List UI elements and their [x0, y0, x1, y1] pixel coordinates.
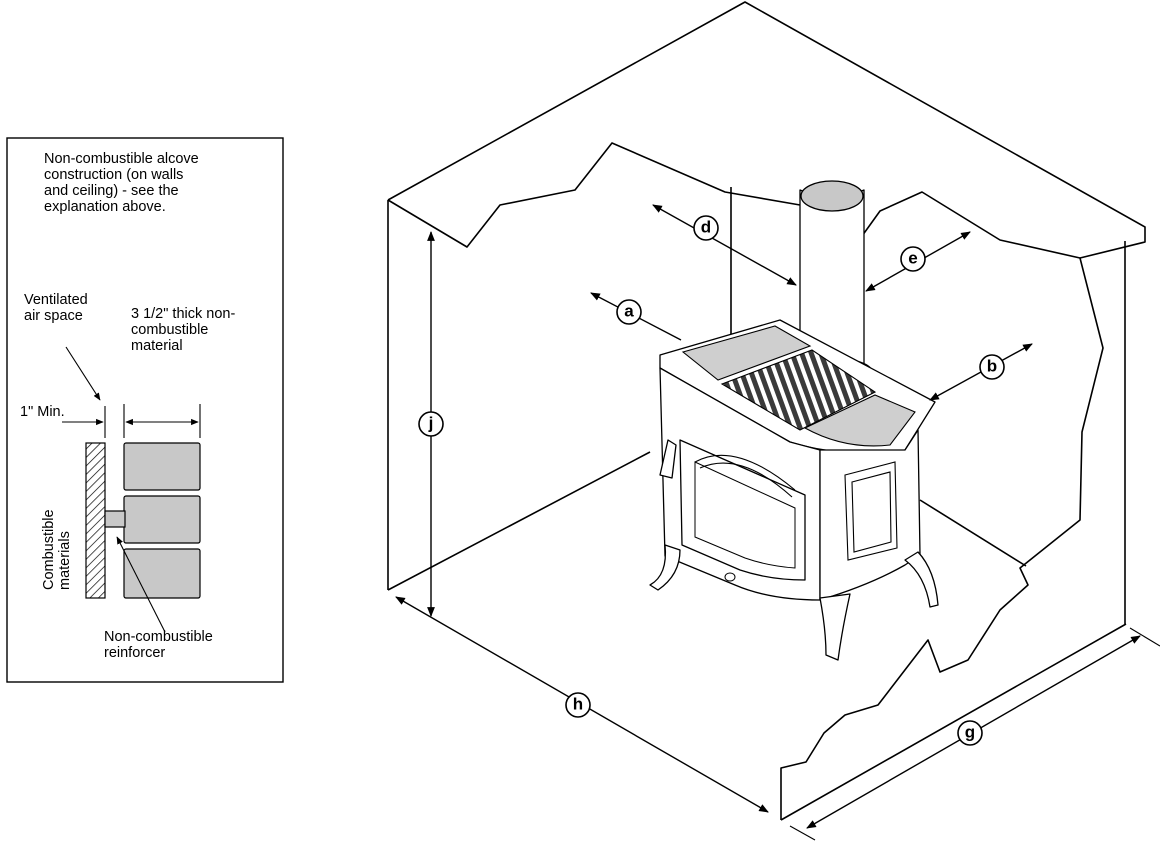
min-clearance-label: 1" Min.	[20, 404, 65, 420]
ventilated-line: Ventilated	[24, 292, 88, 308]
stove-side	[819, 429, 921, 601]
reinforcer-line: reinforcer	[104, 645, 165, 661]
reinforcer-line: Non-combustible	[104, 629, 213, 645]
material-thickness-label: 3 1/2" thick non- combustible material	[131, 306, 239, 354]
callout-letter: a	[624, 302, 634, 321]
inset-panel: Non-combustible alcove construction (on …	[6, 137, 284, 683]
combustible-line: Combustible	[41, 509, 57, 590]
reinforcer	[104, 510, 126, 528]
top-plate-right	[803, 394, 916, 447]
alcove-ceiling-edge	[387, 1, 1146, 259]
air-space-leader	[65, 346, 101, 401]
side-panel-inner	[851, 471, 892, 553]
callout-circle	[418, 411, 444, 437]
callout-letter: h	[573, 695, 583, 714]
thickness-line: 3 1/2" thick non-	[131, 306, 235, 322]
noncombustible-block-top	[123, 442, 201, 491]
dim-extension-g-right	[1129, 627, 1160, 647]
ceiling-cutaway	[387, 142, 1081, 259]
callout-circle	[616, 299, 642, 325]
inset-note-line: and ceiling) - see the	[44, 183, 179, 199]
callout-circle	[900, 246, 926, 272]
callout-letter: g	[965, 723, 975, 742]
inset-note: Non-combustible alcove construction (on …	[44, 151, 203, 215]
cooking-grate	[720, 349, 877, 431]
callout-circle	[957, 720, 983, 746]
dim-line-d	[652, 204, 797, 286]
door-glass	[694, 461, 796, 569]
callout-circle	[979, 354, 1005, 380]
reinforcer-label: Non-combustible reinforcer	[104, 629, 217, 661]
flue-cap	[800, 180, 864, 212]
floor-right-edge	[919, 499, 1027, 567]
thickness-line: combustible	[131, 322, 208, 338]
stove-leg-left	[649, 544, 681, 591]
door-arch	[694, 454, 796, 491]
callout-g: g	[957, 720, 983, 746]
ash-knob	[724, 572, 736, 582]
callout-e: e	[900, 246, 926, 272]
dim-extension-g	[789, 825, 816, 841]
callout-h: h	[565, 692, 591, 718]
stove-leg-front	[819, 593, 851, 661]
callout-circle	[693, 215, 719, 241]
thickness-line: material	[131, 338, 183, 354]
reinforcer-leader	[116, 536, 166, 633]
inset-note-line: Non-combustible alcove	[44, 151, 199, 167]
inset-note-line: construction (on walls	[44, 167, 183, 183]
door-arch-inner	[699, 462, 793, 498]
floor-left-edge	[387, 451, 651, 591]
side-panel	[844, 461, 898, 561]
top-plate-left	[681, 325, 812, 381]
combustible-line: materials	[57, 531, 73, 590]
noncombustible-block-bottom	[123, 548, 201, 599]
callout-letter: b	[987, 357, 997, 376]
wood-stove	[649, 180, 939, 661]
door-handle	[659, 439, 677, 479]
callout-b: b	[979, 354, 1005, 380]
callout-letter: j	[428, 414, 434, 433]
noncombustible-block-middle	[123, 495, 201, 544]
callout-a: a	[616, 299, 642, 325]
callout-d: d	[693, 215, 719, 241]
callout-letter: e	[908, 249, 917, 268]
ventilated-line: air space	[24, 308, 83, 324]
combustible-wall	[85, 442, 106, 599]
callout-circle	[565, 692, 591, 718]
inset-note-line: explanation above.	[44, 199, 166, 215]
callout-letter: d	[701, 218, 711, 237]
stove-leg-right	[904, 551, 939, 608]
callout-j: j	[418, 411, 444, 437]
ventilated-air-space-label: Ventilated air space	[24, 292, 92, 324]
combustible-materials-label: Combustible materials	[41, 505, 73, 590]
